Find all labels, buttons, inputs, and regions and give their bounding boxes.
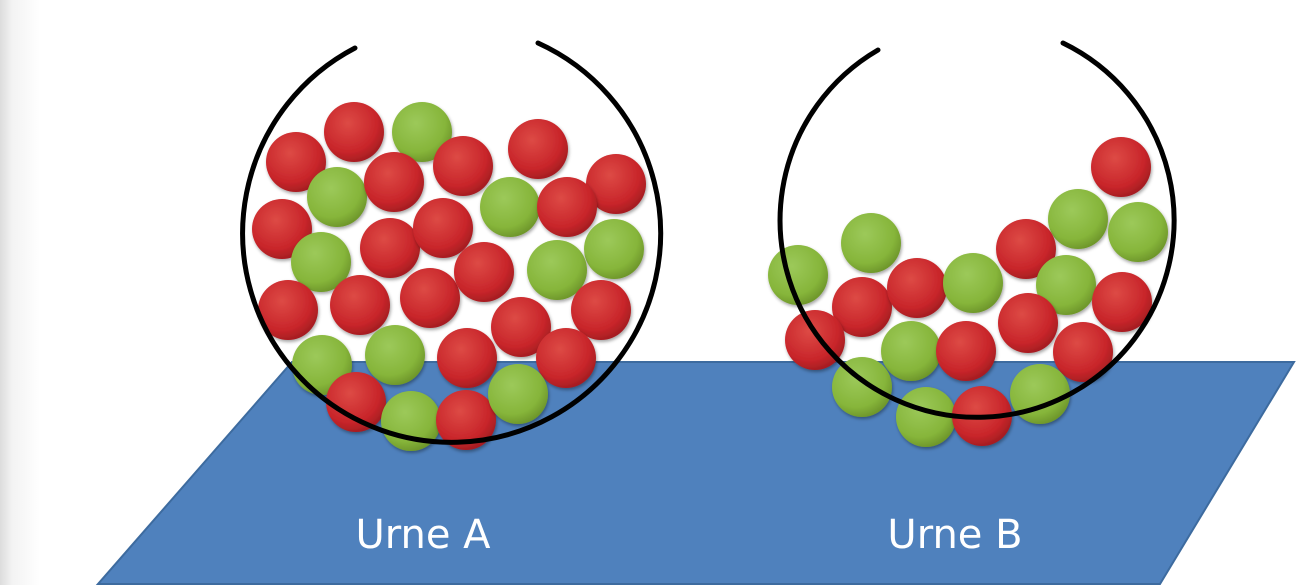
- urn-b-red-ball: [998, 293, 1058, 353]
- urn-a-red-ball: [536, 328, 596, 388]
- urn-a-red-ball: [330, 275, 390, 335]
- urn-a-red-ball: [508, 119, 568, 179]
- urn-a-red-ball: [433, 136, 493, 196]
- urn-b-green-ball: [943, 253, 1003, 313]
- urn-a-green-ball: [365, 325, 425, 385]
- urn-a-red-ball: [437, 328, 497, 388]
- urn-a-label: Urne A: [355, 512, 491, 558]
- urn-b-red-ball: [1091, 137, 1151, 197]
- urn-a-green-ball: [480, 177, 540, 237]
- urn-b-green-ball: [768, 245, 828, 305]
- urn-b-green-ball: [1108, 202, 1168, 262]
- urn-a-green-ball: [584, 219, 644, 279]
- urn-a-red-ball: [537, 177, 597, 237]
- urn-b-label: Urne B: [887, 512, 1022, 558]
- urn-a-red-ball: [326, 372, 386, 432]
- urn-b-green-ball: [881, 321, 941, 381]
- urn-b-green-ball: [1048, 189, 1108, 249]
- urn-a-red-ball: [571, 280, 631, 340]
- urn-a-red-ball: [400, 268, 460, 328]
- urn-b-green-ball: [841, 213, 901, 273]
- urn-b-red-ball: [887, 258, 947, 318]
- urn-b-red-ball: [936, 321, 996, 381]
- urn-a-red-ball: [364, 152, 424, 212]
- urn-a-green-ball: [307, 167, 367, 227]
- urn-a-green-ball: [488, 364, 548, 424]
- urn-a-red-ball: [324, 102, 384, 162]
- urn-a-red-ball: [360, 218, 420, 278]
- urn-a-red-ball: [454, 242, 514, 302]
- urn-a-red-ball: [413, 198, 473, 258]
- table-surface: [98, 362, 1294, 584]
